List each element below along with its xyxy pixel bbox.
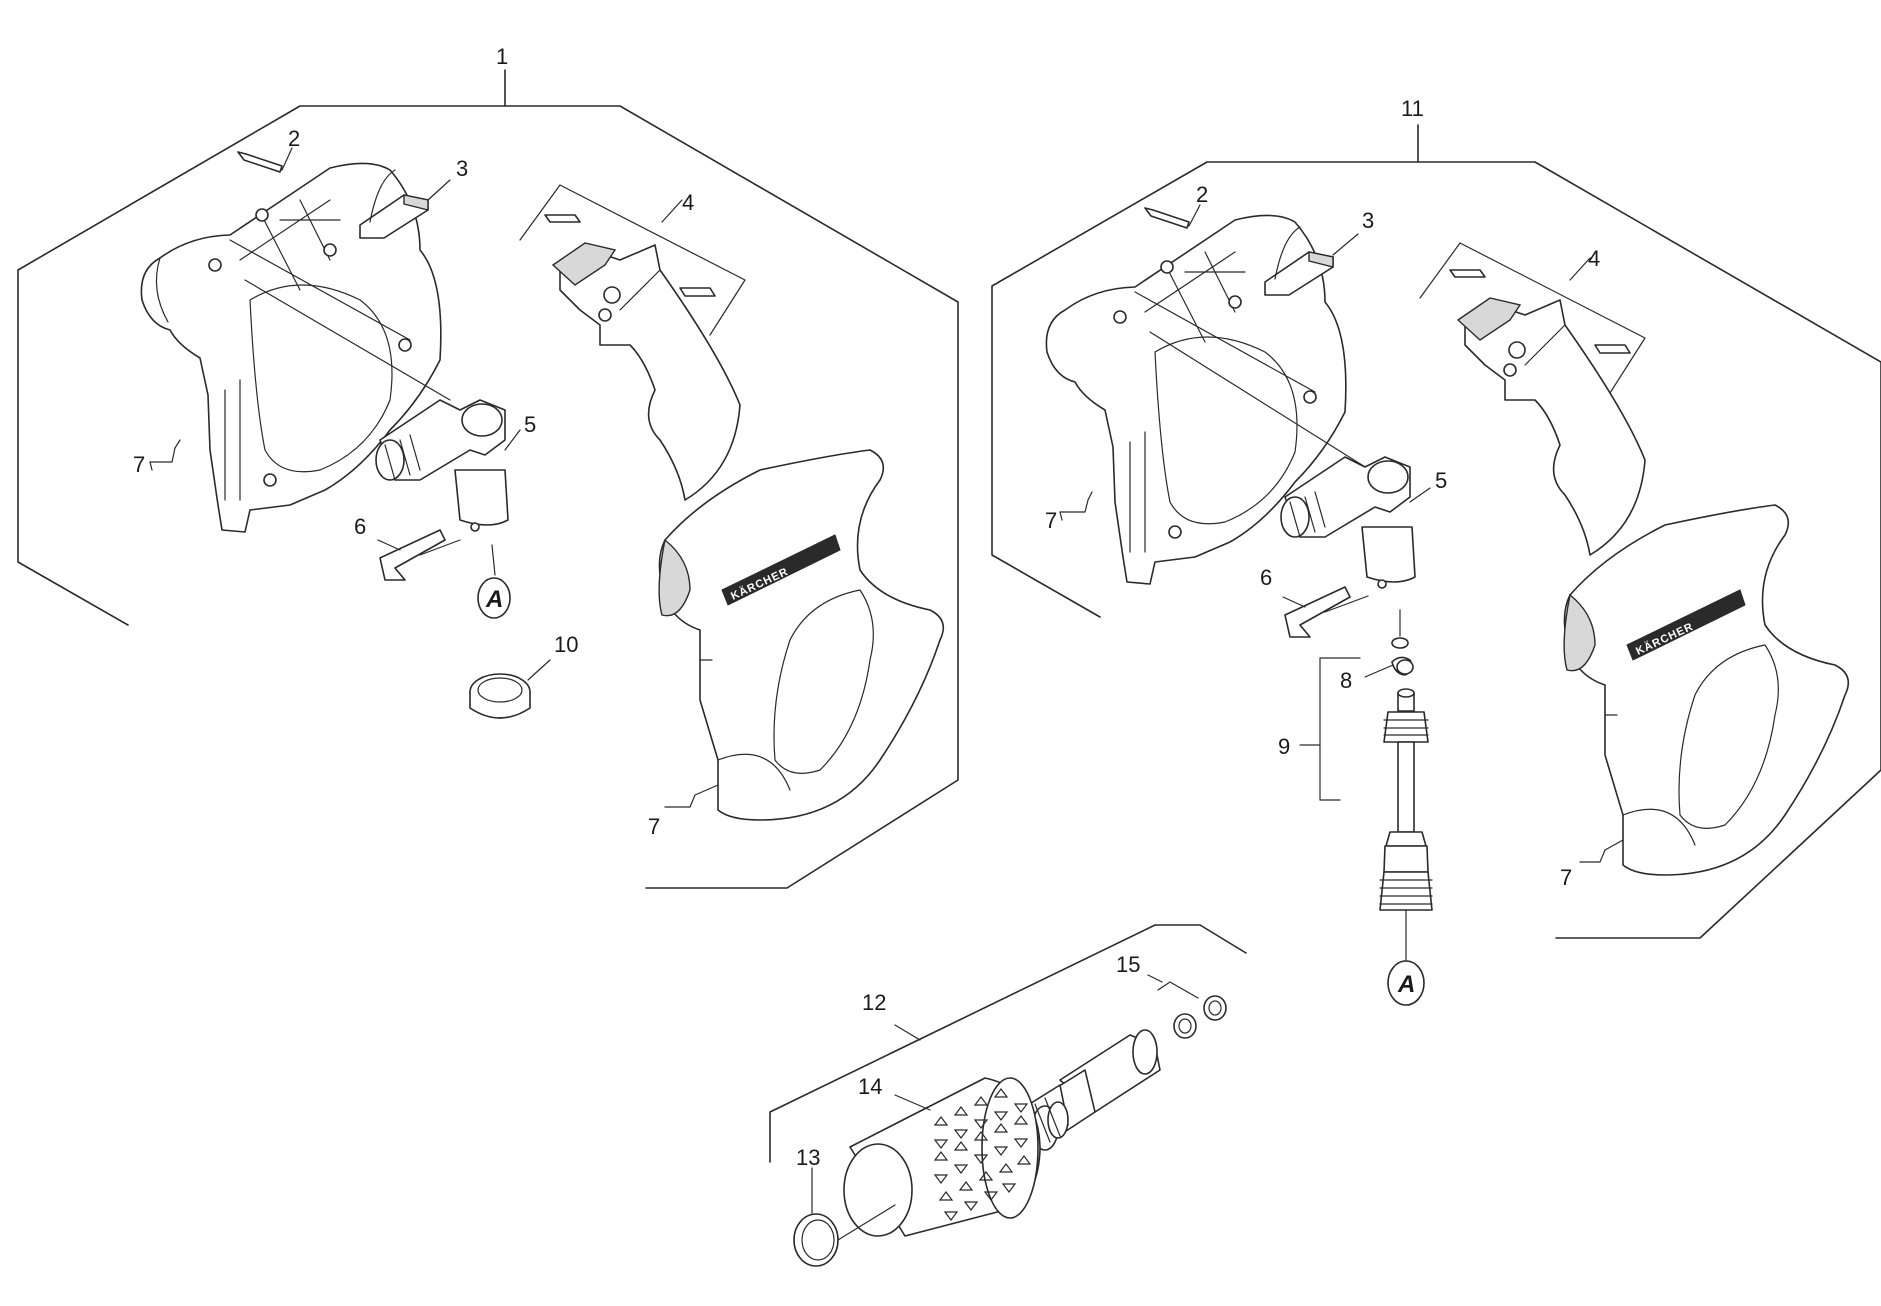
elbow-fitting-left xyxy=(375,399,521,532)
label-lock-button-right: 3 xyxy=(1362,208,1374,233)
clip-right xyxy=(1282,586,1369,638)
assembly-right: 11 7 2 3 xyxy=(991,96,1881,1006)
screw-right xyxy=(1144,204,1201,229)
connection-ref-left-label: A xyxy=(485,586,503,613)
elbow-fitting-right xyxy=(1280,456,1431,589)
handle-half-shell-left xyxy=(140,162,442,533)
label-sleeve: 14 xyxy=(858,1074,882,1099)
bracket-valve-kit xyxy=(1319,657,1361,801)
label-trigger-left: 4 xyxy=(682,190,694,215)
label-seals: 15 xyxy=(1116,952,1140,977)
seals xyxy=(1147,974,1227,1039)
handle-outer-shell-left: KÄRCHER xyxy=(658,449,945,821)
assembly-left-frame xyxy=(17,105,959,889)
lock-button-right xyxy=(1264,226,1359,296)
assembly-bottom-frame xyxy=(769,924,1247,1163)
nozzle-coupling xyxy=(1019,1029,1161,1151)
assembly-bottom: 12 15 xyxy=(769,924,1247,1267)
label-ring-left: 10 xyxy=(554,632,578,657)
assembly-line xyxy=(244,279,451,401)
connection-ref-right-label: A xyxy=(1397,971,1415,998)
callout-line xyxy=(491,544,496,576)
assembly-left: 1 7 2 xyxy=(17,44,959,889)
trigger-right xyxy=(1419,242,1646,556)
assembly-line xyxy=(1149,331,1371,471)
label-half-shell-right-2: 7 xyxy=(1560,865,1572,890)
label-clamp: 13 xyxy=(796,1145,820,1170)
label-lock-button-left: 3 xyxy=(456,156,468,181)
handle-outer-shell-right: KÄRCHER xyxy=(1563,504,1850,876)
perforated-sleeve xyxy=(843,1077,1041,1237)
label-clip-left: 6 xyxy=(354,514,366,539)
callout-line xyxy=(894,1024,921,1041)
label-o-ring-right: 8 xyxy=(1340,668,1352,693)
connection-ref-left xyxy=(477,577,511,619)
trigger-left xyxy=(519,184,746,501)
lock-button-left xyxy=(359,169,451,239)
label-half-shell-left-2: 7 xyxy=(648,814,660,839)
assembly-number-bottom: 12 xyxy=(862,990,886,1015)
clip-left xyxy=(377,529,461,581)
assembly-number-right: 11 xyxy=(1401,96,1424,121)
clamp-ring xyxy=(793,1167,896,1267)
label-half-shell-left: 7 xyxy=(133,452,145,477)
label-trigger-right: 4 xyxy=(1588,246,1600,271)
assembly-number-left: 1 xyxy=(496,44,508,69)
handle-half-shell-right xyxy=(1045,214,1347,585)
label-elbow-left: 5 xyxy=(524,412,536,437)
label-elbow-right: 5 xyxy=(1435,468,1447,493)
screw-left xyxy=(237,147,293,173)
label-half-shell-right: 7 xyxy=(1045,508,1057,533)
label-screw-left: 2 xyxy=(288,126,300,151)
label-valve-kit-right: 9 xyxy=(1278,734,1290,759)
label-screw-right: 2 xyxy=(1196,182,1208,207)
connection-ref-right xyxy=(1387,960,1425,1006)
assembly-right-frame xyxy=(991,161,1881,939)
valve-stem-right xyxy=(1379,688,1433,961)
label-clip-right: 6 xyxy=(1260,565,1272,590)
o-ring-right xyxy=(1364,609,1414,678)
ring-left xyxy=(469,659,551,719)
